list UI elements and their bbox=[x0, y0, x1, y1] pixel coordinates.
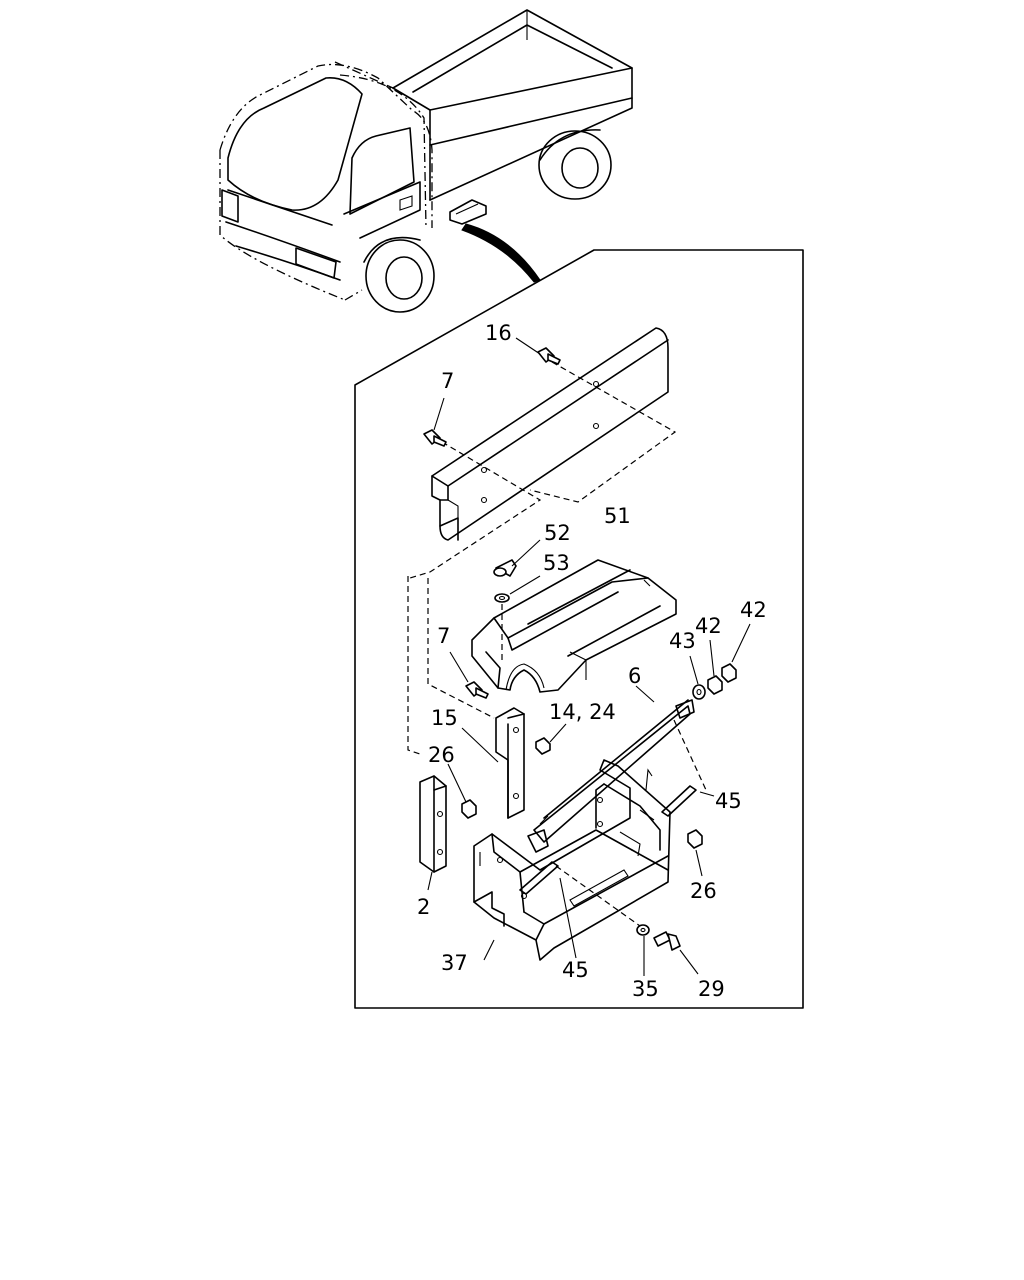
truck-illustration bbox=[219, 9, 633, 313]
callout-52: 52 bbox=[544, 521, 571, 545]
bolt-7-lower bbox=[449, 651, 489, 699]
nut-42-outer bbox=[721, 623, 751, 683]
callout-labels: 16 7 52 51 53 42 7 43 42 6 15 14, 24 26 … bbox=[417, 321, 767, 1001]
callout-14-24: 14, 24 bbox=[549, 700, 616, 724]
callout-6: 6 bbox=[628, 664, 641, 688]
bolt-29 bbox=[653, 931, 699, 975]
routing-line-left bbox=[407, 576, 421, 755]
j-bolt-45-left bbox=[519, 861, 641, 959]
nut-14-24 bbox=[535, 723, 567, 755]
callout-15: 15 bbox=[431, 706, 458, 730]
callout-53: 53 bbox=[543, 551, 570, 575]
callout-7-lower: 7 bbox=[437, 624, 450, 648]
nut-26-lower bbox=[687, 829, 703, 877]
callout-45-right: 45 bbox=[715, 789, 742, 813]
callout-42-outer: 42 bbox=[740, 598, 767, 622]
bracket-2 bbox=[419, 775, 447, 891]
callout-7-upper: 7 bbox=[441, 369, 454, 393]
nut-42-inner bbox=[707, 639, 723, 695]
battery-cover bbox=[471, 559, 677, 693]
frame-rail bbox=[409, 327, 677, 579]
callout-29: 29 bbox=[698, 977, 725, 1001]
callout-26-lower: 26 bbox=[690, 879, 717, 903]
washer-43 bbox=[689, 655, 706, 700]
bolt-16 bbox=[515, 337, 561, 365]
callout-26-upper: 26 bbox=[428, 743, 455, 767]
callout-42-inner: 42 bbox=[695, 614, 722, 638]
nut-26-upper bbox=[447, 763, 477, 819]
callout-35: 35 bbox=[632, 977, 659, 1001]
j-bolt-45-right bbox=[645, 768, 715, 817]
washer-35 bbox=[636, 924, 650, 976]
callout-37: 37 bbox=[441, 951, 468, 975]
bolt-7-upper bbox=[423, 397, 447, 447]
hold-down-rod-6 bbox=[527, 685, 707, 853]
washer-53 bbox=[494, 575, 541, 603]
callout-16: 16 bbox=[485, 321, 512, 345]
callout-2: 2 bbox=[417, 895, 430, 919]
routing-line-mid bbox=[427, 578, 495, 719]
bracket-15 bbox=[461, 707, 525, 819]
callout-43: 43 bbox=[669, 629, 696, 653]
wing-nut-52 bbox=[493, 539, 541, 577]
detail-frame bbox=[354, 249, 804, 1009]
callout-51: 51 bbox=[604, 504, 631, 528]
callout-45-left: 45 bbox=[562, 958, 589, 982]
